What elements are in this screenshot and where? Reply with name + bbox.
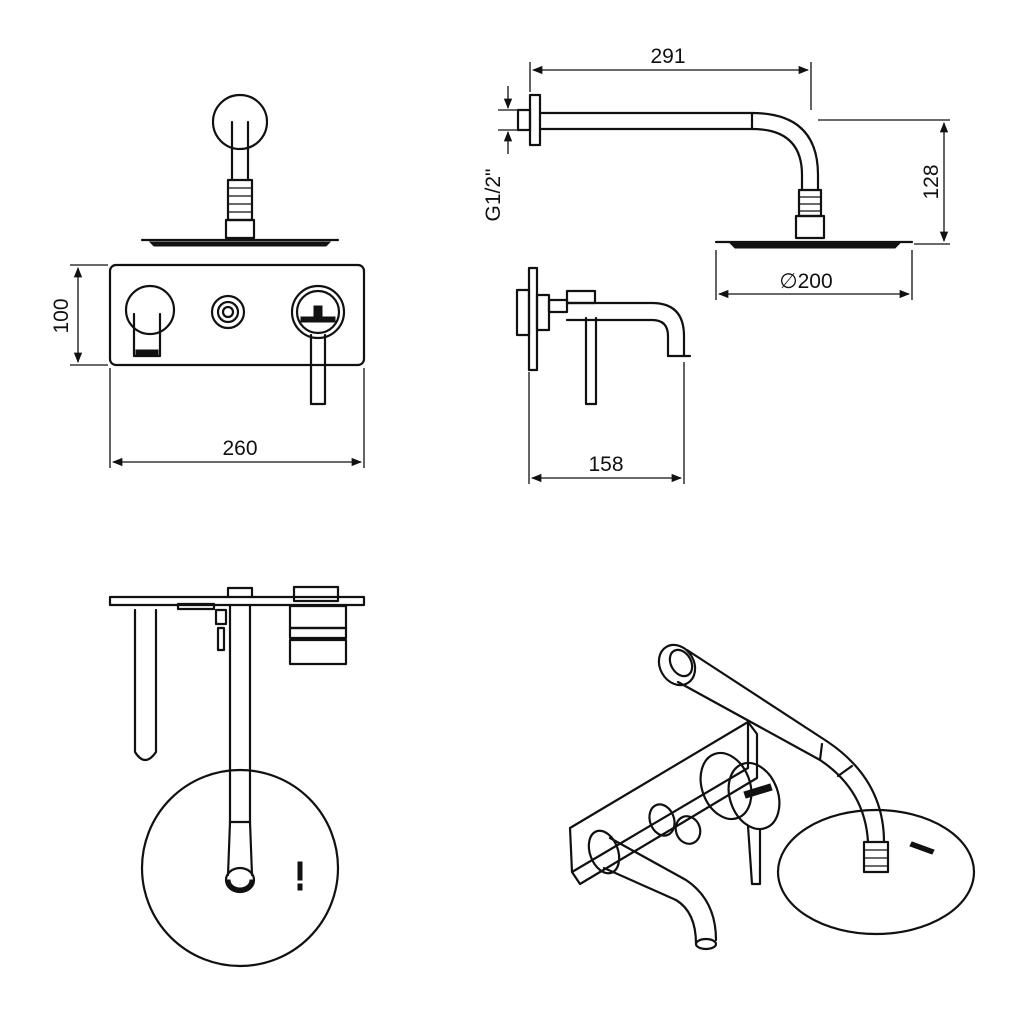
dim-thread: G1/2" [482, 169, 505, 222]
dim-spout-projection: 158 [588, 453, 623, 476]
dim-front-width: 260 [222, 437, 257, 460]
front-view: 100 260 [50, 93, 366, 468]
dim-head-diameter: ∅200 [779, 270, 832, 293]
dim-head-height: 128 [920, 164, 943, 199]
shower-head-top [140, 768, 340, 968]
dim-front-height: 100 [50, 298, 73, 333]
wall-plate-iso [568, 720, 759, 886]
side-view-mixer: 158 [515, 266, 692, 484]
connector-nut [226, 178, 254, 222]
top-view [108, 585, 366, 968]
shower-head-iso [776, 808, 976, 936]
side-view: 291 G1/2" 128 ∅200 [482, 45, 950, 300]
dim-arm-length: 291 [650, 45, 685, 68]
isometric-view [568, 643, 976, 951]
wall-plate-front [108, 263, 366, 367]
